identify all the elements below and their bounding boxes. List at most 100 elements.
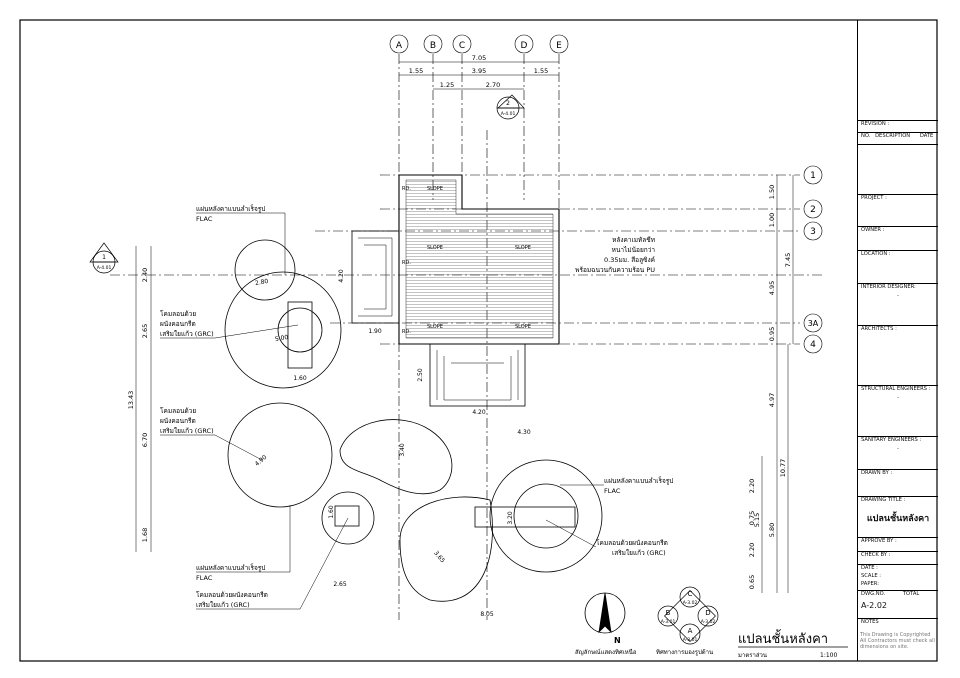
- plan-title: แปลนชั้นหลังคา: [738, 629, 828, 647]
- note-grc-right-2: เสริมใยแก้ว (GRC): [612, 549, 666, 557]
- slope-label-1: SLOPE: [427, 186, 443, 192]
- plan-scale-label: มาตราส่วน: [738, 652, 767, 659]
- dim-490: 4.90: [254, 454, 269, 468]
- tb-col-no: NO.: [861, 133, 871, 139]
- canopy-blob-bottom: [399, 496, 493, 602]
- right-dimensions: [761, 175, 794, 593]
- tb-scale: SCALE :: [861, 573, 882, 579]
- grid-label-1: 1: [810, 171, 816, 181]
- slab-mid-left: [287, 301, 313, 369]
- grid-label-a: A: [396, 41, 403, 51]
- grid-bubble-3a: [803, 313, 823, 333]
- canopy-small: [321, 491, 375, 545]
- dim-265: 2.65: [333, 581, 347, 588]
- dim-right-075: 0.75: [748, 511, 756, 525]
- canopy-mid-left: [224, 271, 342, 389]
- tb-interior: INTERIOR DESIGNER:: [858, 283, 938, 290]
- note-grc-mid-1: โคมลอนด้วย: [160, 407, 196, 415]
- note-grc-mid-3: เสริมใยแก้ว (GRC): [160, 427, 214, 435]
- dim-430: 4.30: [517, 429, 531, 436]
- dim-left-168: 1.68: [141, 528, 149, 542]
- dim-340: 3.40: [399, 443, 406, 457]
- dim-right-580: 5.80: [768, 523, 776, 537]
- grid-bubble-d: [514, 34, 534, 54]
- tb-paper: PAPER:: [861, 581, 879, 587]
- grid-label-d: D: [521, 41, 528, 51]
- dim-right-745: 7.45: [784, 253, 792, 267]
- section-west-sheet: A-4.01: [97, 265, 112, 271]
- canopy-lower-right: [489, 459, 603, 573]
- roof-outline: [398, 174, 560, 345]
- section-north-sheet: A-4.01: [501, 111, 516, 117]
- roof-note-2: หนาไม่น้อยกว่า: [612, 246, 656, 254]
- note-flac-top: แผ่นหลังคาแบนลำเร็จรูป: [196, 204, 265, 213]
- roof-hatch: [405, 179, 554, 339]
- dim-right-220a: 2.20: [748, 479, 756, 493]
- dim-250: 2.50: [417, 368, 424, 382]
- dim-160: 1.60: [293, 375, 307, 382]
- dim-420-h: 4.20: [472, 409, 486, 416]
- grid-bubble-c: [452, 34, 472, 54]
- dim-left-1343: 13.43: [127, 391, 135, 410]
- leader-lines: [160, 212, 604, 610]
- dim-right-095: 0.95: [768, 327, 776, 341]
- slope-label-4: SLOPE: [427, 324, 443, 330]
- note-flac-bottom-code: FLAC: [196, 574, 213, 582]
- dim-420-v: 4.20: [338, 269, 345, 283]
- grid-bubble-2: [803, 199, 823, 219]
- top-dimensions: [399, 61, 559, 90]
- grid-label-3: 3: [810, 227, 816, 237]
- dim-top-outer-3: 1.55: [534, 67, 548, 75]
- dim-280: 2.80: [255, 278, 270, 287]
- section-north-num: 2: [506, 100, 510, 107]
- elev-b-letter: B: [666, 609, 671, 617]
- tb-interior-dash: -: [897, 293, 899, 299]
- section-marker-west: [89, 242, 119, 274]
- note-flac-top-code: FLAC: [196, 215, 213, 223]
- note-grc-bottom-2: เสริมใยแก้ว (GRC): [196, 601, 250, 609]
- tb-architects: ARCHITECTS :: [858, 325, 938, 332]
- stair-bottom-steps: [436, 350, 519, 401]
- slope-label-3: SLOPE: [515, 245, 531, 251]
- grid-label-3a: 3A: [808, 319, 819, 328]
- dim-right-065: 0.65: [748, 575, 756, 589]
- dim-top-inner-2: 2.70: [486, 81, 500, 89]
- dim-365: 3.65: [432, 550, 446, 565]
- dim-top-overall: 7.05: [472, 54, 486, 62]
- stair-left-steps: [358, 237, 393, 317]
- left-dimensions: [135, 246, 152, 552]
- north-arrow-caption: สัญลักษณ์แสดงทิศเหนือ: [575, 648, 637, 656]
- tb-sanitary-dash: -: [897, 446, 899, 452]
- grid-bubble-3: [803, 221, 823, 241]
- tb-date: DATE :: [858, 564, 938, 571]
- note-flac-right: แผ่นหลังคาแบนลำเร็จรูป: [604, 476, 673, 485]
- tb-note-text: This Drawing is Copyrighted All Contract…: [860, 632, 935, 650]
- dim-top-outer-2: 3.95: [472, 67, 486, 75]
- grid-bubble-a: [389, 34, 409, 54]
- tb-drawn-by: DRAWN BY :: [858, 469, 938, 476]
- note-grc-top-2: ผนังคอนกรีต: [160, 320, 196, 328]
- rd-label-1: RD.: [402, 186, 411, 192]
- dim-right-150: 1.50: [768, 185, 776, 199]
- dim-right-515: 5.15: [753, 513, 761, 527]
- section-marker-north: [496, 94, 525, 120]
- stair-left: [351, 230, 400, 324]
- grid-bubble-e: [549, 34, 569, 54]
- grid-bubble-1: [803, 165, 823, 185]
- tb-dwg-no-label: DWG.NO.: [861, 591, 886, 597]
- canopy-blob-mid: [339, 419, 453, 495]
- inner-slabs: [287, 301, 576, 528]
- tb-dwg-header: DWG.NO. TOTAL: [858, 590, 938, 597]
- roof-building: [351, 174, 560, 407]
- dim-top-outer-1: 1.55: [409, 67, 423, 75]
- dim-right-497: 4.97: [768, 393, 776, 407]
- note-flac-right-code: FLAC: [604, 487, 621, 495]
- note-grc-top-3: เสริมใยแก้ว (GRC): [160, 330, 214, 338]
- canopy-inner-right: [513, 483, 579, 549]
- section-west-num: 1: [102, 254, 106, 261]
- elev-d-sheet: A-3.02: [701, 619, 716, 625]
- elev-a-letter: A: [688, 627, 693, 635]
- elevation-key-caption: ทิศทางการมองรูปด้าน: [656, 649, 713, 656]
- tb-approve: APPROVE BY :: [858, 537, 938, 544]
